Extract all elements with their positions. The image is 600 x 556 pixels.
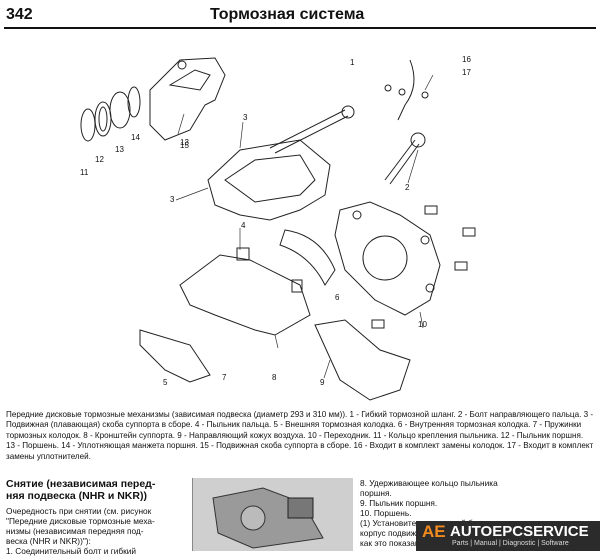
air-deflector <box>314 319 411 401</box>
removal-text: Очередность при снятии (см. рисунок "Пер… <box>6 506 155 556</box>
callout-14: 14 <box>131 133 140 142</box>
caliper-housing-15 <box>149 57 226 141</box>
callout-15b: 15 <box>180 141 189 150</box>
callout-16: 16 <box>462 55 471 64</box>
callout-17: 17 <box>462 68 471 77</box>
callout-8: 8 <box>272 373 277 382</box>
adapter-plate <box>334 201 441 316</box>
callout-7: 7 <box>222 373 227 382</box>
callout-12: 12 <box>95 155 104 164</box>
callout-5: 5 <box>163 378 168 387</box>
callout-10: 10 <box>418 320 427 329</box>
removal-heading: Снятие (независимая перед- няя подвеска … <box>6 478 156 502</box>
section-title: Тормозная система <box>210 6 365 23</box>
callout-15: 13 <box>180 138 189 147</box>
brake-exploded-diagram: 13 3 3 2 1 4 6 5 7 8 9 10 11 12 13 14 15… <box>80 55 476 401</box>
left-column: Снятие (независимая перед- няя подвеска … <box>6 478 184 556</box>
outer-brake-pad <box>139 329 211 383</box>
brake-hose <box>397 59 415 121</box>
caliper-bracket-8 <box>179 254 311 336</box>
callout-2: 2 <box>405 183 410 192</box>
callout-13: 13 <box>115 145 124 154</box>
caliper-assembly-3 <box>207 139 331 221</box>
caliper-photo <box>192 478 353 551</box>
header-rule <box>4 27 596 29</box>
banner-brand: AUTOEPCSERVICE <box>450 523 589 540</box>
banner-logo: AE <box>422 522 446 541</box>
callout-11: 11 <box>80 168 89 177</box>
callout-1: 1 <box>350 58 355 67</box>
retaining-ring <box>80 108 96 142</box>
figure-caption: Передние дисковые тормозные механизмы (з… <box>6 410 594 461</box>
inner-brake-pad <box>279 229 336 286</box>
piston <box>109 91 131 129</box>
callout-6: 6 <box>335 293 340 302</box>
callout-4: 4 <box>241 221 246 230</box>
callout-3a: 3 <box>243 113 248 122</box>
page-number: 342 <box>6 6 33 23</box>
callout-9: 9 <box>320 378 325 387</box>
piston-seal <box>127 86 141 118</box>
watermark-banner: AE AUTOEPCSERVICE Parts | Manual | Diagn… <box>416 521 600 551</box>
banner-subtitle: Parts | Manual | Diagnostic | Software <box>452 540 569 547</box>
callout-3b: 3 <box>170 195 175 204</box>
